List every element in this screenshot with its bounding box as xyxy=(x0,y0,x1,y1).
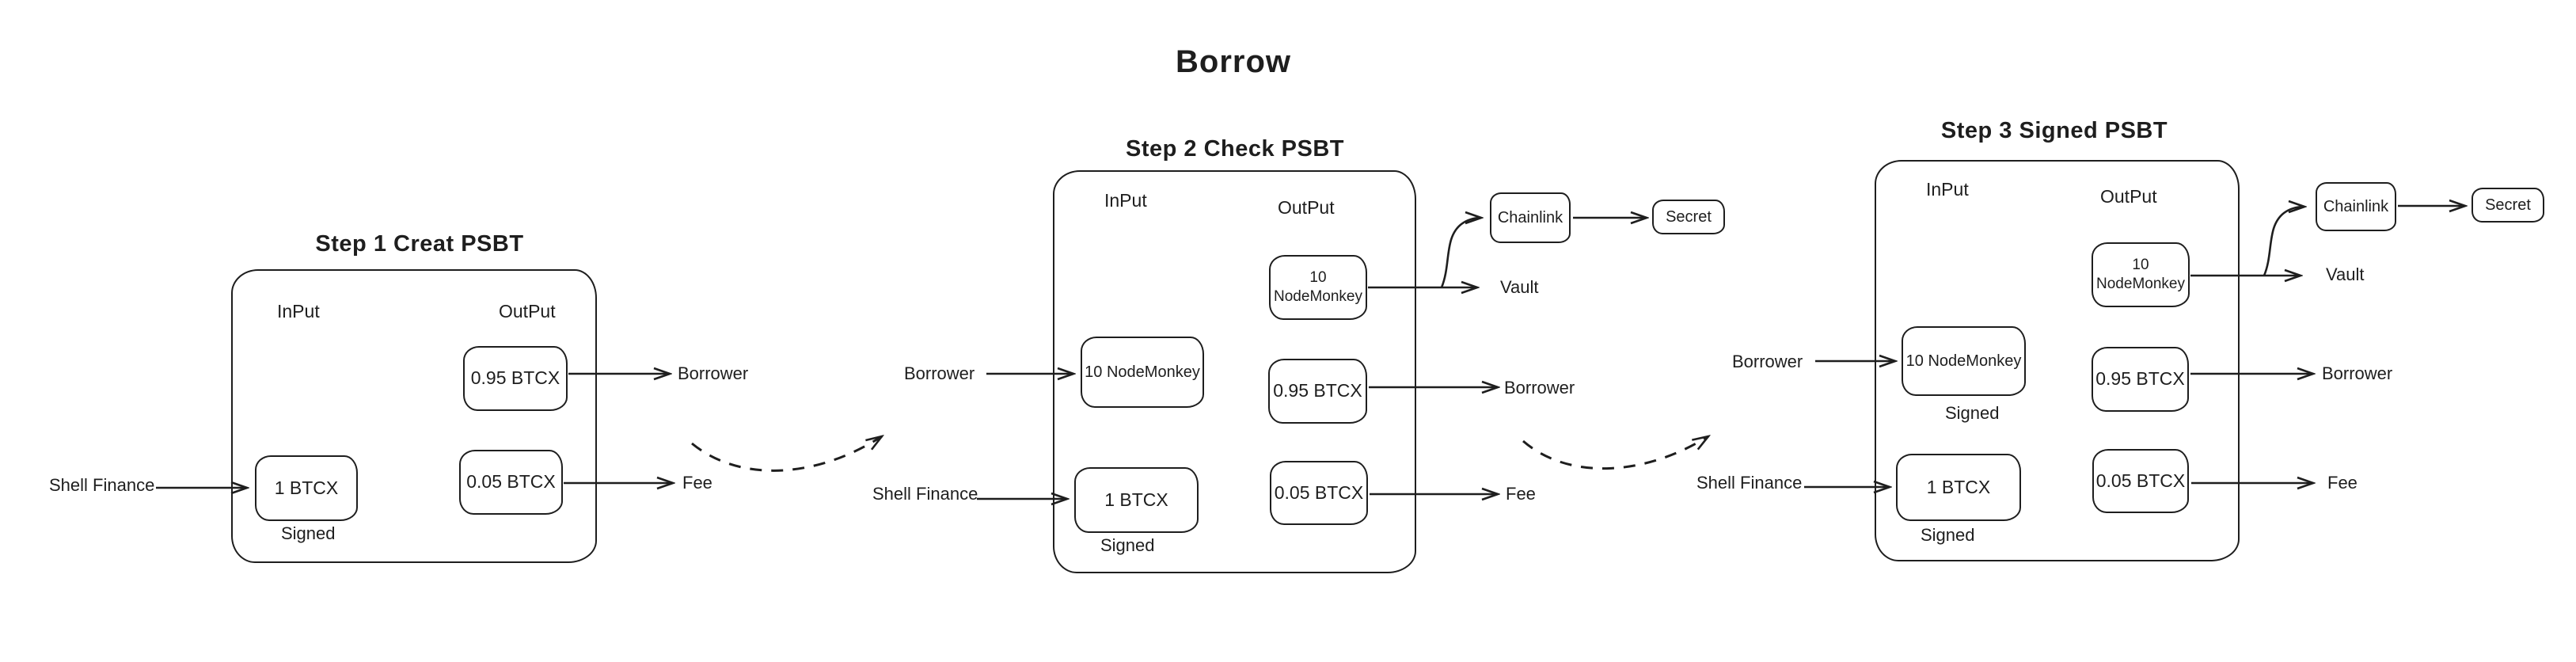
step2-panel-box xyxy=(1053,170,1416,573)
step3-input-box-1btcx: 1 BTCX xyxy=(1896,454,2021,521)
step2-dest-fee-label: Fee xyxy=(1506,484,1536,504)
utxo-amount-label: 1 BTCX xyxy=(274,477,339,498)
step1-output-header: OutPut xyxy=(499,301,556,321)
step1-panel-box xyxy=(231,269,597,563)
step1-title: Step 1 Creat PSBT xyxy=(315,231,524,257)
dashed-arrow-step1-to-step2 xyxy=(691,436,882,472)
step1-input-header: InPut xyxy=(277,301,320,321)
secret-label: Secret xyxy=(2485,196,2531,214)
utxo-amount-label: 0.95 BTCX xyxy=(2095,368,2185,390)
step2-source-shell-finance-label: Shell Finance xyxy=(872,484,978,504)
utxo-amount-label: 0.05 BTCX xyxy=(466,471,556,493)
step3-input-box-nodemonkey: 10 NodeMonkey xyxy=(1902,326,2026,396)
step2-output-box-005: 0.05 BTCX xyxy=(1270,461,1368,525)
utxo-amount-label: 10 xyxy=(1309,269,1327,287)
step2-output-box-nodemonkey: 10 NodeMonkey xyxy=(1269,255,1367,320)
step1-dest-borrower-label: Borrower xyxy=(678,363,749,383)
chainlink-label: Chainlink xyxy=(2323,197,2389,215)
step2-dest-vault-label: Vault xyxy=(1500,277,1539,297)
step3-signed-caption-bottom: Signed xyxy=(1921,525,1975,545)
step1-dest-fee-label: Fee xyxy=(682,473,712,493)
utxo-amount-label: 0.05 BTCX xyxy=(2095,470,2186,491)
step3-chainlink-node: Chainlink xyxy=(2316,182,2396,231)
step1-output-box-095: 0.95 BTCX xyxy=(463,346,568,411)
utxo-amount-label: 10 NodeMonkey xyxy=(1085,363,1200,381)
step3-secret-node: Secret xyxy=(2472,188,2544,223)
utxo-amount-label: 0.95 BTCX xyxy=(1273,380,1362,401)
secret-label: Secret xyxy=(1666,207,1712,226)
step2-secret-node: Secret xyxy=(1652,200,1725,234)
step1-output-box-005: 0.05 BTCX xyxy=(459,450,563,515)
step3-output-header: OutPut xyxy=(2100,186,2157,207)
step1-input-box-1btcx: 1 BTCX xyxy=(255,455,358,521)
utxo-amount-label: 1 BTCX xyxy=(1926,476,1991,497)
step3-dest-vault-label: Vault xyxy=(2326,264,2365,284)
step3-dest-borrower-label: Borrower xyxy=(2322,363,2393,383)
step2-dest-borrower-label: Borrower xyxy=(1504,378,1575,398)
step1-source-shell-finance-label: Shell Finance xyxy=(49,475,155,495)
step3-source-shell-finance-label: Shell Finance xyxy=(1696,473,1803,493)
step2-title: Step 2 Check PSBT xyxy=(1125,136,1345,162)
step2-input-box-nodemonkey: 10 NodeMonkey xyxy=(1081,337,1204,408)
step2-output-box-095: 0.95 BTCX xyxy=(1268,359,1367,424)
step2-input-header: InPut xyxy=(1104,190,1147,211)
step2-signed-caption: Signed xyxy=(1100,535,1155,555)
step2-output-header: OutPut xyxy=(1278,197,1335,218)
step3-source-borrower-label: Borrower xyxy=(1732,352,1803,371)
dashed-arrow-step2-to-step3 xyxy=(1522,436,1708,470)
step3-signed-caption-top: Signed xyxy=(1945,403,2000,423)
step3-output-box-005: 0.05 BTCX xyxy=(2092,449,2189,513)
chainlink-label: Chainlink xyxy=(1497,208,1563,226)
step2-chainlink-node: Chainlink xyxy=(1490,192,1571,243)
utxo-amount-label: 1 BTCX xyxy=(1104,489,1168,510)
step3-output-box-095: 0.95 BTCX xyxy=(2092,347,2189,412)
step2-input-box-1btcx: 1 BTCX xyxy=(1074,467,1199,533)
step3-dest-fee-label: Fee xyxy=(2327,473,2358,493)
utxo-asset-label: NodeMonkey xyxy=(2096,276,2185,292)
arrow-step3-branch-to-chainlink xyxy=(2263,207,2304,276)
diagram-title: Borrow xyxy=(1176,44,1291,79)
step3-output-box-nodemonkey: 10 NodeMonkey xyxy=(2092,242,2190,307)
step1-signed-caption: Signed xyxy=(281,523,336,543)
utxo-asset-label: NodeMonkey xyxy=(1274,288,1362,305)
arrow-step2-branch-to-chainlink xyxy=(1440,218,1481,288)
step3-title: Step 3 Signed PSBT xyxy=(1940,118,2168,143)
utxo-amount-label: 10 NodeMonkey xyxy=(1905,352,2022,370)
utxo-amount-label: 0.05 BTCX xyxy=(1274,481,1364,503)
utxo-amount-label: 10 xyxy=(2132,257,2149,274)
step3-input-header: InPut xyxy=(1926,179,1969,200)
utxo-amount-label: 0.95 BTCX xyxy=(470,367,560,389)
step2-source-borrower-label: Borrower xyxy=(904,363,975,383)
